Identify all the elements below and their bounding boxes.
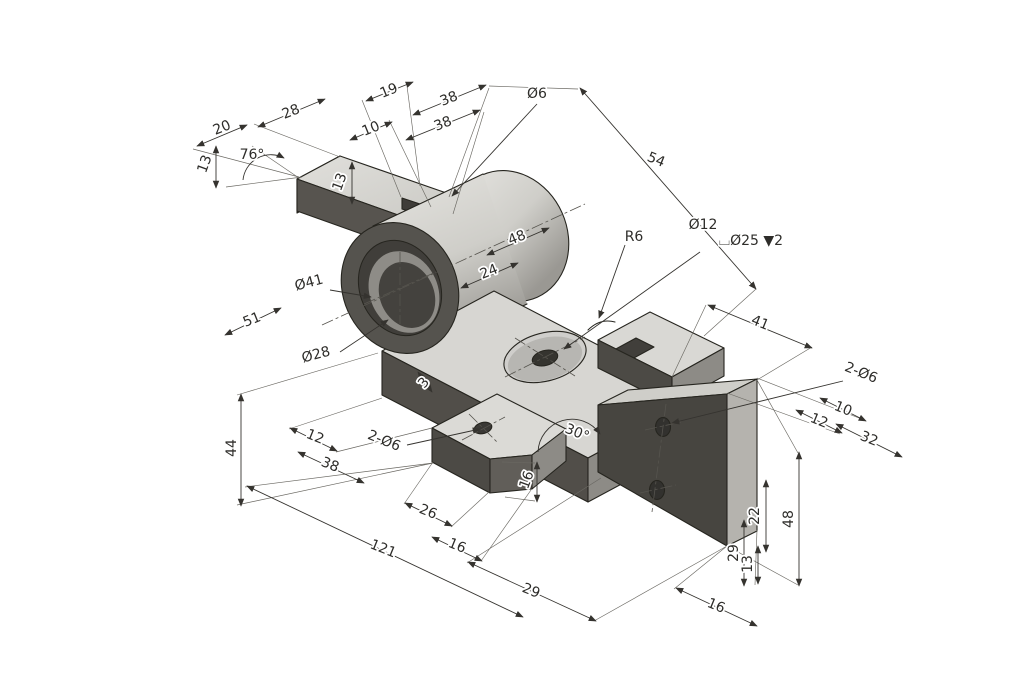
flange-hole-bottom [648,479,666,501]
dim-76deg: 76° [240,147,265,163]
dim-48-right: 48 [781,510,797,528]
dimension-lines [196,81,903,627]
leader-r6 [598,244,626,319]
lower-lug [431,393,567,494]
leader-dia6 [451,103,538,197]
angle-arc-76 [242,151,285,181]
leader-dia41 [329,289,372,299]
bore-through [378,262,436,328]
dim-29-right: 29 [726,544,742,562]
right-flange [597,311,758,547]
dim-dia12: Ø12 [689,217,718,233]
dim-13-right: 13 [740,555,756,573]
angle-arc-30 [537,418,601,453]
leader-cbore [563,251,701,350]
dim-44: 44 [224,439,240,457]
dim-cbore: ⌴Ø25 ▼2 [719,233,783,249]
dim-dia6-top: Ø6 [527,86,547,102]
lug-right-face [531,428,567,490]
fillet-r6 [587,320,616,331]
leader-dia28 [339,319,389,353]
dim-r6: R6 [625,229,644,245]
dim-22: 22 [747,507,763,525]
leader-2dia6-left [406,427,481,446]
leader-2dia6-right [671,380,844,425]
